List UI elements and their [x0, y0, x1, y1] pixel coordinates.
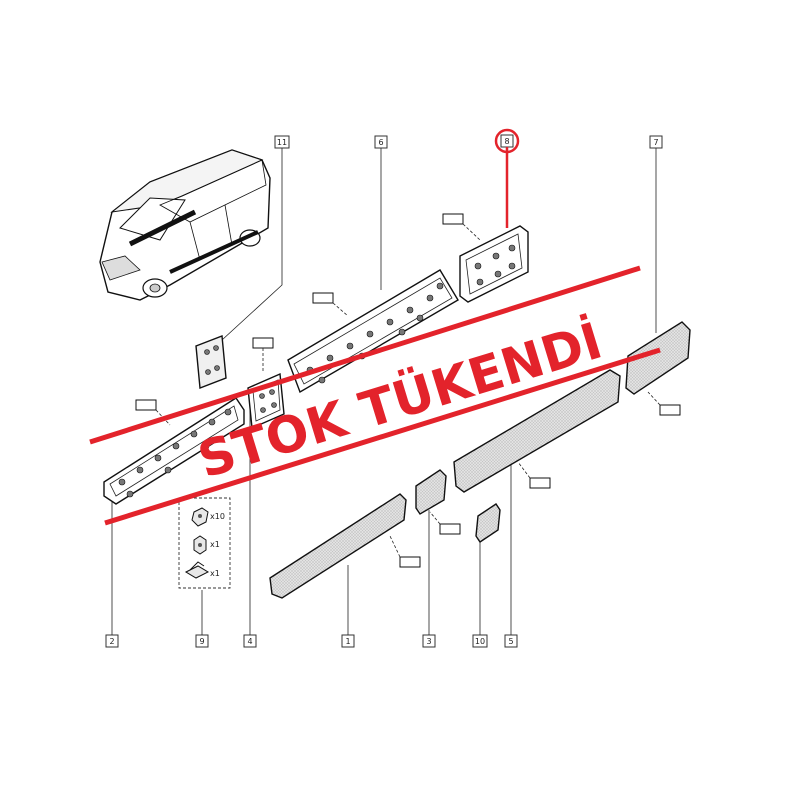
callout-6[interactable]: 6 — [374, 135, 388, 149]
part-6-clip-strip[interactable] — [287, 269, 459, 394]
clip-symbol-icon — [389, 535, 421, 568]
callout-11[interactable]: 11 — [274, 135, 290, 149]
callout-10[interactable]: 10 — [472, 634, 488, 648]
callout-5-label: 5 — [508, 637, 513, 646]
callout-1[interactable]: 1 — [341, 634, 355, 648]
clip-symbol-icon — [252, 337, 274, 372]
callout-10-label: 10 — [475, 637, 485, 646]
callout-3[interactable]: 3 — [422, 634, 436, 648]
part-7-rear-moulding[interactable] — [625, 321, 691, 395]
part-11-plate[interactable] — [195, 335, 227, 389]
fastener-qty-1: x10 — [210, 512, 225, 521]
clip-symbol-icon — [517, 461, 551, 489]
strike-line-bottom — [104, 347, 661, 526]
callout-1-label: 1 — [345, 637, 350, 646]
fastener-qty-2: x1 — [210, 540, 220, 549]
strike-line-top — [89, 265, 641, 445]
callout-9-label: 9 — [199, 637, 204, 646]
clip-symbol-icon — [429, 511, 461, 535]
callout-5[interactable]: 5 — [504, 634, 518, 648]
callout-2-label: 2 — [109, 637, 114, 646]
clip-symbol-icon — [442, 213, 481, 241]
part-8-clip-panel[interactable] — [459, 225, 529, 303]
part-9-fastener-kit[interactable]: x10 x1 x1 — [178, 497, 231, 589]
part-1-lower-moulding[interactable] — [269, 493, 407, 599]
part-10-end-cap[interactable] — [475, 503, 501, 543]
callout-6-label: 6 — [378, 138, 383, 147]
part-3-small-moulding[interactable] — [415, 469, 447, 515]
callout-3-label: 3 — [426, 637, 431, 646]
callout-7[interactable]: 7 — [649, 135, 663, 149]
part-5-side-moulding[interactable] — [453, 369, 621, 493]
callout-4[interactable]: 4 — [243, 634, 257, 648]
clip-fastener-icon — [191, 507, 209, 527]
fastener-kit-frame — [178, 497, 231, 589]
callout-4-label: 4 — [247, 637, 252, 646]
clip-symbols — [135, 213, 681, 568]
clip-symbol-icon — [312, 292, 349, 317]
callout-7-label: 7 — [653, 138, 658, 147]
connector-icon — [184, 561, 210, 579]
clip-fastener-icon — [193, 535, 207, 555]
fastener-qty-3: x1 — [210, 569, 220, 578]
callout-11-label: 11 — [277, 138, 287, 147]
van-illustration-icon — [99, 149, 271, 301]
clip-symbol-icon — [647, 391, 681, 416]
callout-8-label: 8 — [504, 137, 509, 146]
callout-2[interactable]: 2 — [105, 634, 119, 648]
callout-9[interactable]: 9 — [195, 634, 209, 648]
